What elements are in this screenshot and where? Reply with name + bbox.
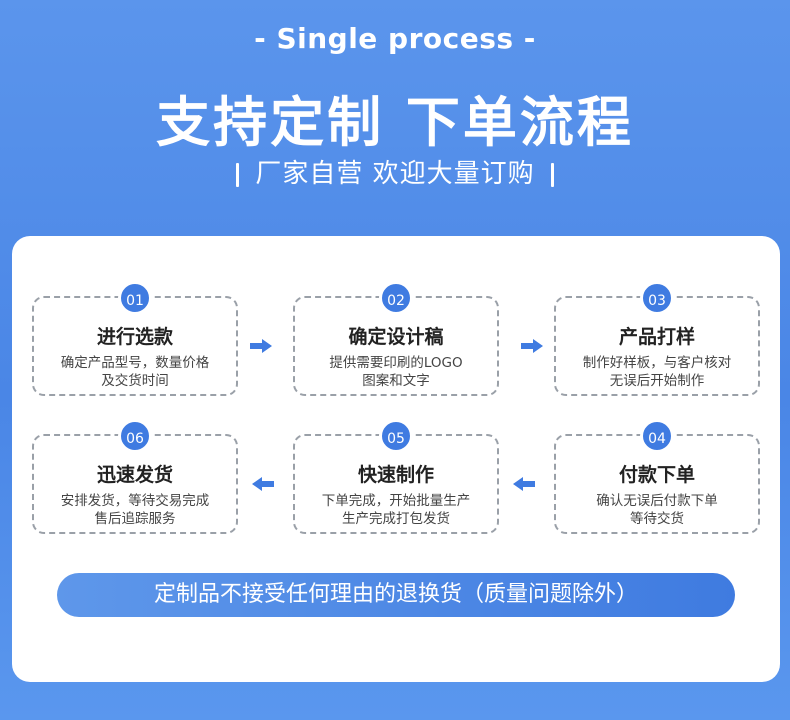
step-description-line: 确认无误后付款下单 (596, 493, 718, 509)
step-description-line: 售后追踪服务 (94, 511, 176, 527)
step-number-badge: 04 (640, 419, 674, 453)
step-number-badge: 03 (640, 281, 674, 315)
tagline-text: 厂家自营 欢迎大量订购 (255, 159, 535, 189)
step-card-02: 02 确定设计稿 提供需要印刷的LOGO 图案和文字 (293, 281, 499, 396)
step-card-06: 06 迅速发货 安排发货，等待交易完成 售后追踪服务 (32, 419, 238, 534)
step-number-badge: 01 (118, 281, 152, 315)
step-title: 迅速发货 (96, 464, 173, 486)
step-card-04: 04 付款下单 确认无误后付款下单 等待交货 (554, 419, 760, 534)
step-description-line: 无误后开始制作 (609, 373, 705, 389)
step-card-05: 05 快速制作 下单完成，开始批量生产 生产完成打包发货 (293, 419, 499, 534)
arrow-left-icon (252, 477, 274, 491)
step-description-line: 确定产品型号，数量价格 (60, 355, 210, 371)
process-panel: 01 进行选款 确定产品型号，数量价格 及交货时间 02 确定设计稿 提供需要印… (12, 236, 780, 682)
arrow-right-icon (521, 339, 543, 353)
step-description-line: 制作好样板，与客户核对 (582, 355, 732, 371)
step-description: 确定产品型号，数量价格 及交货时间 (40, 354, 230, 390)
step-number-badge: 02 (379, 281, 413, 315)
step-description-line: 及交货时间 (101, 373, 169, 389)
tagline: 厂家自营 欢迎大量订购 (0, 153, 790, 190)
step-description-line: 生产完成打包发货 (342, 511, 450, 527)
page-title: 支持定制 下单流程 (156, 91, 634, 154)
step-description: 确认无误后付款下单 等待交货 (562, 492, 752, 528)
step-description-line: 提供需要印刷的LOGO (329, 355, 463, 371)
step-number-badge: 06 (118, 419, 152, 453)
arrow-left-icon (513, 477, 535, 491)
step-title: 确定设计稿 (348, 326, 444, 348)
step-description: 提供需要印刷的LOGO 图案和文字 (301, 354, 491, 390)
step-description: 制作好样板，与客户核对 无误后开始制作 (562, 354, 752, 390)
step-card-03: 03 产品打样 制作好样板，与客户核对 无误后开始制作 (554, 281, 760, 396)
step-number-badge: 05 (379, 419, 413, 453)
subtitle-english: - Single process - (254, 22, 536, 55)
left-divider-bar (236, 162, 240, 187)
step-description: 安排发货，等待交易完成 售后追踪服务 (40, 492, 230, 528)
step-description-line: 安排发货，等待交易完成 (60, 493, 210, 509)
step-description: 下单完成，开始批量生产 生产完成打包发货 (301, 492, 491, 528)
step-title: 快速制作 (357, 464, 434, 486)
step-description-line: 下单完成，开始批量生产 (321, 493, 471, 509)
step-title: 进行选款 (96, 326, 173, 348)
return-policy-notice: 定制品不接受任何理由的退换货（质量问题除外） (57, 573, 735, 617)
step-title: 产品打样 (618, 326, 695, 348)
arrow-right-icon (250, 339, 272, 353)
step-card-01: 01 进行选款 确定产品型号，数量价格 及交货时间 (32, 281, 238, 396)
step-description-line: 等待交货 (630, 511, 684, 527)
step-description-line: 图案和文字 (362, 373, 430, 389)
step-title: 付款下单 (618, 464, 695, 486)
right-divider-bar (550, 162, 554, 187)
